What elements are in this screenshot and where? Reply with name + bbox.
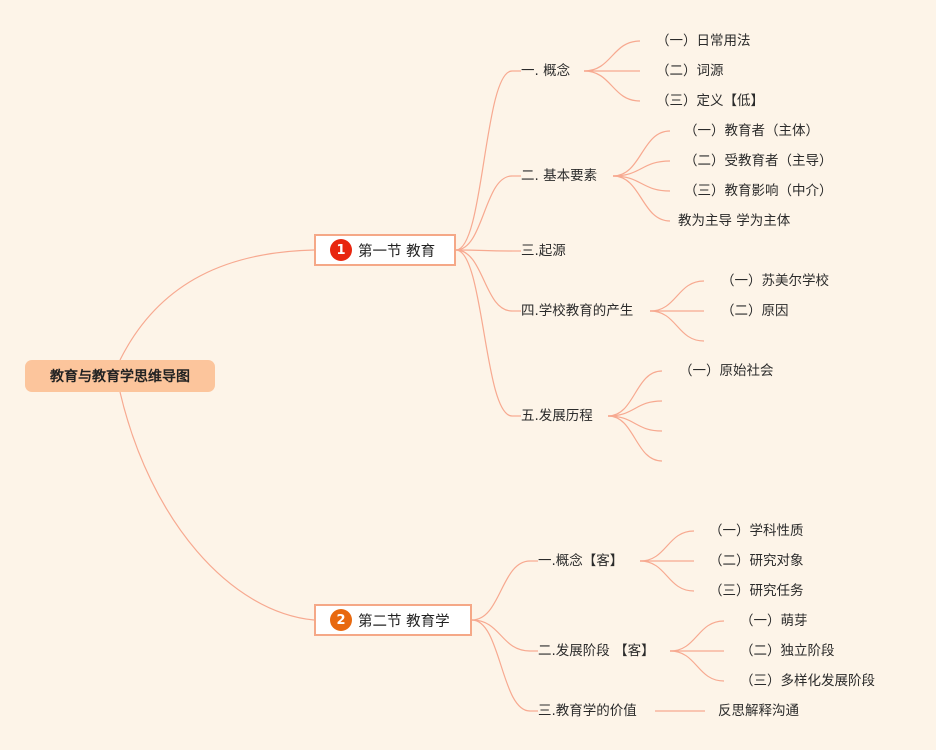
connector-development-leaf	[607, 370, 663, 417]
leaf-reasons[interactable]: （二）原因	[721, 303, 789, 319]
leaf-daily-usage[interactable]: （一）日常用法	[656, 33, 751, 49]
connector-pcconcept-leaf	[639, 560, 695, 592]
branch-origin[interactable]: 三.起源	[521, 243, 566, 259]
connector-development-leaf	[607, 400, 663, 417]
section-number-badge: 2	[330, 609, 352, 631]
branch-basic-elements[interactable]: 二. 基本要素	[521, 168, 598, 184]
connector-section2-branch	[471, 619, 531, 712]
branch-pedagogy-concept[interactable]: 一.概念【客】	[538, 553, 624, 569]
leaf-etymology[interactable]: （二）词源	[656, 63, 724, 79]
connector-section2-branch	[471, 619, 531, 652]
section-title: 第一节 教育	[358, 243, 436, 260]
leaf-educator[interactable]: （一）教育者（主体）	[684, 123, 819, 139]
section-node-pedagogy[interactable]: 2 第二节 教育学	[314, 604, 472, 636]
connector-stages-leaf	[669, 650, 725, 682]
connector-school-leaf	[649, 310, 705, 342]
connector-concept-leaf	[583, 70, 641, 102]
branch-concept[interactable]: 一. 概念	[521, 63, 571, 79]
leaf-definition[interactable]: （三）定义【低】	[656, 93, 764, 109]
branch-school-education[interactable]: 四.学校教育的产生	[521, 303, 634, 319]
leaf-independent-stage[interactable]: （二）独立阶段	[740, 643, 835, 659]
connector-school-leaf	[649, 280, 705, 312]
branch-pedagogy-value[interactable]: 三.教育学的价值	[538, 703, 637, 719]
connector-section1-branch	[455, 249, 513, 417]
connector-elements-leaf	[612, 175, 671, 192]
section-node-education[interactable]: 1 第一节 教育	[314, 234, 456, 266]
leaf-teaching-principle[interactable]: 教为主导 学为主体	[678, 213, 791, 229]
leaf-reflect-explain-communicate[interactable]: 反思解释沟通	[718, 703, 799, 719]
section-number-badge: 1	[330, 239, 352, 261]
connector-root-section1	[119, 249, 315, 361]
leaf-budding[interactable]: （一）萌芽	[740, 613, 808, 629]
branch-development-stages[interactable]: 二.发展阶段 【客】	[538, 643, 655, 659]
leaf-primitive-society[interactable]: （一）原始社会	[679, 363, 774, 379]
leaf-research-object[interactable]: （二）研究对象	[709, 553, 804, 569]
connector-root-section2	[119, 391, 315, 621]
connector-stages-leaf	[669, 620, 725, 652]
root-node[interactable]: 教育与教育学思维导图	[25, 360, 215, 392]
leaf-educatee[interactable]: （二）受教育者（主导）	[684, 153, 833, 169]
connector-elements-leaf	[612, 160, 671, 177]
connector-elements-leaf	[612, 130, 671, 177]
root-title: 教育与教育学思维导图	[50, 369, 190, 385]
connector-section1-branch	[455, 249, 513, 252]
connector-section1-branch	[455, 249, 513, 312]
connector-section1-branch	[455, 70, 513, 251]
leaf-diversified-stage[interactable]: （三）多样化发展阶段	[740, 673, 875, 689]
branch-development[interactable]: 五.发展历程	[521, 408, 593, 424]
leaf-research-task[interactable]: （三）研究任务	[709, 583, 804, 599]
connector-elements-leaf	[612, 175, 671, 222]
leaf-discipline-nature[interactable]: （一）学科性质	[709, 523, 804, 539]
leaf-education-influence[interactable]: （三）教育影响（中介）	[684, 183, 833, 199]
connector-section2-branch	[471, 560, 531, 621]
connector-development-leaf	[607, 415, 663, 432]
connector-development-leaf	[607, 415, 663, 462]
connector-section1-branch	[455, 175, 513, 251]
section-title: 第二节 教育学	[358, 613, 450, 630]
connector-concept-leaf	[583, 40, 641, 72]
leaf-sumerian-school[interactable]: （一）苏美尔学校	[721, 273, 829, 289]
connector-pcconcept-leaf	[639, 530, 695, 562]
